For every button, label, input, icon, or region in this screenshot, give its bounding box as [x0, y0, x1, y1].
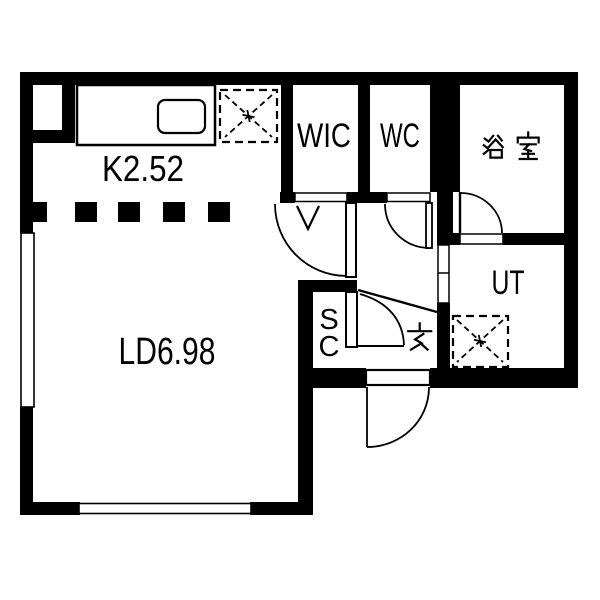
wall-bottom-mid — [250, 502, 313, 515]
windows — [20, 232, 252, 515]
wall-hall-ut-upper — [437, 192, 453, 245]
ut-doorway-frame — [437, 244, 450, 304]
entrance-label — [407, 322, 433, 352]
wall-sc-left — [298, 280, 313, 368]
kanji-yoku — [482, 134, 505, 159]
kitchen-sink-icon — [156, 98, 207, 135]
divider-dash — [75, 202, 97, 222]
wall-bath-bottom — [503, 233, 578, 245]
entrance-inner-door — [357, 288, 438, 347]
refrigerator-space-icon — [218, 88, 279, 144]
bathroom-door-opening — [459, 233, 504, 245]
front-door-arc — [366, 386, 430, 448]
wall-entrance-bottom-left — [298, 368, 366, 388]
kanji-shitsu — [516, 131, 540, 161]
walls — [20, 72, 578, 515]
window-left — [20, 232, 35, 408]
wic-door-opening — [294, 192, 348, 203]
divider-dash — [163, 202, 185, 222]
kitchen-counter — [75, 83, 217, 147]
kitchen-ld-divider — [75, 202, 230, 222]
wall-divider-pier — [20, 202, 47, 222]
divider-dash — [208, 202, 230, 222]
wall-bottom-left — [20, 502, 80, 515]
bathroom-door-arc — [460, 192, 503, 234]
wall-top — [20, 72, 578, 85]
wall-alcove-vertical — [62, 85, 75, 143]
living-dining-label: LD6.98 — [119, 331, 216, 373]
entrance-inner-door-arc — [359, 293, 405, 346]
ut-label: UT — [492, 264, 525, 302]
sc-label-s: S — [319, 304, 338, 336]
wall-wic-wc — [358, 85, 370, 192]
wall-wc-bath — [430, 85, 460, 192]
wall-entrance-bottom-right — [430, 368, 578, 388]
wic-label: WIC — [297, 117, 351, 155]
bathroom-label — [482, 131, 540, 161]
wic-door — [274, 192, 357, 278]
divider-dash — [118, 202, 140, 222]
wc-door-leaf — [425, 202, 433, 249]
wic-door-leaf — [345, 202, 357, 278]
wc-label: WC — [380, 117, 420, 155]
entrance-inner-door-leaf — [357, 288, 438, 314]
wic-door-arc — [274, 203, 348, 277]
wall-kitchen-wic — [281, 85, 293, 203]
front-door — [364, 368, 432, 448]
wall-ld-right — [298, 368, 313, 515]
ut-doorway — [437, 244, 450, 304]
bathroom-door — [458, 192, 504, 245]
wall-left-upper — [20, 72, 33, 233]
kanji-gen — [407, 322, 433, 352]
wall-closet-row-a — [280, 192, 295, 203]
window-bottom — [78, 502, 252, 515]
wic-door-fold-mark — [296, 205, 320, 232]
washer-pan-icon — [451, 314, 510, 369]
wc-door-arc — [384, 203, 431, 249]
wall-bath-bottom-stub — [442, 233, 460, 245]
wall-closet-row-b — [347, 192, 387, 203]
sc-label-c: C — [319, 331, 340, 363]
kitchen-label: K2.52 — [102, 148, 184, 189]
wall-right — [564, 72, 578, 388]
wall-hall-ut-lower — [437, 303, 450, 368]
sc-door-leaf — [345, 291, 358, 348]
front-door-leaf — [364, 368, 432, 387]
wc-door-opening — [386, 192, 431, 203]
wc-door — [384, 192, 433, 249]
wall-alcove-horizontal — [33, 130, 75, 143]
wall-left-lower — [20, 407, 33, 515]
